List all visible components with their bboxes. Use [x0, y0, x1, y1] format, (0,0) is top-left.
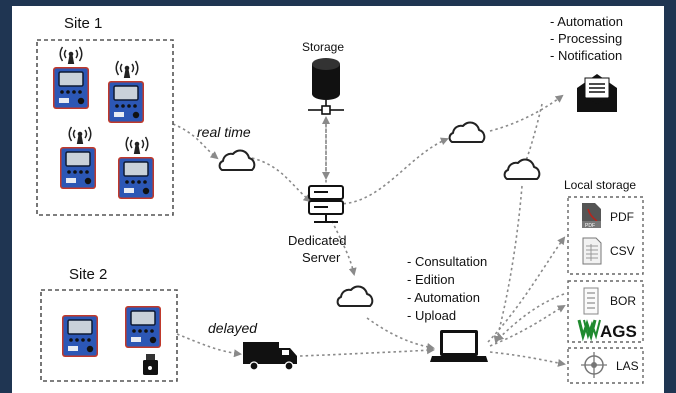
cloud-icon [336, 285, 374, 307]
connector-laptop-las [489, 351, 566, 367]
antenna-icon [125, 136, 149, 155]
envelope-icon [577, 74, 617, 112]
delayed-label: delayed [208, 320, 258, 336]
site2-title: Site 2 [69, 266, 107, 283]
local-storage-las-box [567, 347, 644, 384]
database-icon [308, 58, 344, 115]
connector-cloud-server [251, 157, 312, 203]
server-icon [308, 185, 344, 223]
cloud-icon [448, 121, 486, 143]
data-logger-icon [52, 66, 90, 110]
truck-icon [243, 342, 297, 371]
diagram-svg: Site 1 real time Storage Dedicated Serve… [36, 14, 644, 384]
laptop-icon [430, 330, 488, 362]
file-bor-label: BOR [610, 294, 636, 308]
pdf-icon-tag: PDF [585, 223, 595, 229]
cloud-icon [218, 149, 256, 171]
notification-item-processing: - Processing [550, 31, 622, 46]
connector-laptop-pdfcsv [487, 236, 566, 343]
file-las-label: LAS [616, 359, 639, 373]
data-logger-icon [59, 146, 97, 190]
file-csv-label: CSV [610, 244, 635, 258]
data-logger-icon [61, 314, 99, 358]
connector-site1-cloud [172, 123, 219, 160]
data-logger-icon [107, 80, 145, 124]
local-storage-borags-box [567, 280, 644, 343]
connector-site2-truck [176, 333, 242, 358]
notification-item-notification: - Notification [550, 48, 622, 63]
local-storage-title: Local storage [564, 178, 636, 192]
connector-cloud-notification [489, 94, 564, 132]
connector-truck-laptop [299, 346, 435, 357]
connector-cloud-laptop-side [493, 185, 523, 344]
csv-file-icon [582, 237, 602, 265]
ags-logo [577, 319, 601, 342]
realtime-label: real time [197, 124, 251, 140]
site1-title: Site 1 [64, 15, 102, 32]
laptop-item-consultation: - Consultation [407, 254, 487, 269]
local-storage-pdfcsv-box [567, 196, 644, 275]
file-pdf-label: PDF [610, 210, 634, 224]
antenna-icon [68, 126, 92, 145]
usb-icon [143, 354, 158, 375]
server-label-line2: Server [302, 250, 341, 265]
cloud-icon [503, 158, 541, 180]
log-file-icon [583, 287, 599, 315]
las-crosshair-icon [581, 352, 607, 378]
connector-borags-laptop [495, 293, 565, 342]
laptop-item-edition: - Edition [407, 272, 455, 287]
data-logger-icon [124, 305, 162, 349]
connector-server-cloud-bottom [331, 220, 357, 276]
connector-laptop-borags [489, 304, 566, 347]
diagram-canvas: Site 1 real time Storage Dedicated Serve… [12, 6, 664, 393]
pdf-file-icon: PDF [582, 203, 601, 229]
notification-item-automation: - Automation [550, 14, 623, 29]
data-logger-icon [117, 156, 155, 200]
file-ags-label: AGS [600, 322, 637, 341]
antenna-icon [115, 60, 139, 79]
site1-box [36, 39, 174, 216]
site2-box [40, 289, 178, 382]
storage-label: Storage [302, 40, 344, 54]
connector-server-cloud [337, 137, 449, 205]
server-label-line1: Dedicated [288, 233, 347, 248]
laptop-item-upload: - Upload [407, 308, 456, 323]
laptop-item-automation: - Automation [407, 290, 480, 305]
connector-lines [172, 94, 566, 367]
connector-notification-cloud [522, 103, 543, 168]
antenna-icon [59, 46, 83, 65]
